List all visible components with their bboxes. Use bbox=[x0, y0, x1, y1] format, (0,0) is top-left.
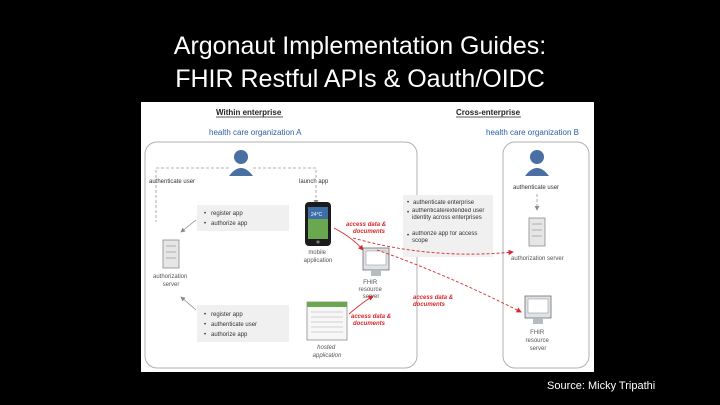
fhir-b-label: FHIR resource server bbox=[525, 330, 550, 352]
cross-data-arrow bbox=[377, 250, 521, 312]
access-a-label: access data & documents bbox=[346, 222, 388, 235]
auth-server-a-icon bbox=[163, 240, 179, 268]
cross-step-2-box: authenticate/extended user identity acro… bbox=[412, 208, 492, 230]
hosted-app-screenshot-icon bbox=[307, 302, 347, 340]
fhir-server-a-icon bbox=[363, 248, 389, 276]
slide-title-line-1: Argonaut Implementation Guides: bbox=[0, 30, 720, 63]
architecture-diagram: Within enterprise Cross-enterprise healt… bbox=[141, 102, 594, 372]
mobile-to-auth-arrow bbox=[181, 220, 196, 232]
section-within-enterprise: Within enterprise bbox=[216, 108, 282, 117]
cross-step-2: authenticate/extended user identity acro… bbox=[412, 208, 492, 222]
auth-server-b-icon bbox=[529, 218, 545, 246]
hosted-to-fhir-a-arrow bbox=[349, 296, 373, 314]
fhir-server-b-icon bbox=[525, 296, 551, 324]
access-hosted-label: access data & documents bbox=[351, 314, 393, 327]
hosted-app-label: hosted application bbox=[313, 345, 342, 359]
mobile-phone-icon bbox=[305, 202, 331, 246]
user-b-label: authenticate user bbox=[513, 185, 559, 191]
access-cross-label: access data & documents bbox=[413, 295, 455, 308]
auth-server-b-label: authorization server bbox=[511, 256, 564, 262]
user-b-icon bbox=[525, 150, 549, 176]
slide-title: Argonaut Implementation Guides: FHIR Res… bbox=[0, 30, 720, 96]
cross-step-1: authenticate enterprise bbox=[413, 200, 475, 206]
section-cross-enterprise: Cross-enterprise bbox=[456, 108, 521, 117]
phone-time: 24°C bbox=[311, 212, 323, 218]
auth-server-a-label: authorization server bbox=[153, 274, 189, 288]
mobile-app-label: mobile application bbox=[304, 250, 333, 264]
cross-step-3: authorize app for access scope bbox=[412, 231, 492, 245]
mobile-steps-note bbox=[197, 205, 289, 231]
cross-step-3-box: authorize app for access scope bbox=[412, 231, 492, 247]
source-credit: Source: Micky Tripathi bbox=[547, 380, 655, 392]
hosted-to-auth-arrow bbox=[181, 297, 196, 310]
slide-title-line-2: FHIR Restful APIs & Oauth/OIDC bbox=[0, 63, 720, 96]
org-b-label: health care organization B bbox=[486, 128, 579, 137]
user-to-launch-connector bbox=[253, 168, 316, 204]
user-a-icon bbox=[229, 150, 253, 176]
launch-app-label: launch app bbox=[299, 179, 329, 185]
org-a-label: health care organization A bbox=[209, 128, 302, 137]
